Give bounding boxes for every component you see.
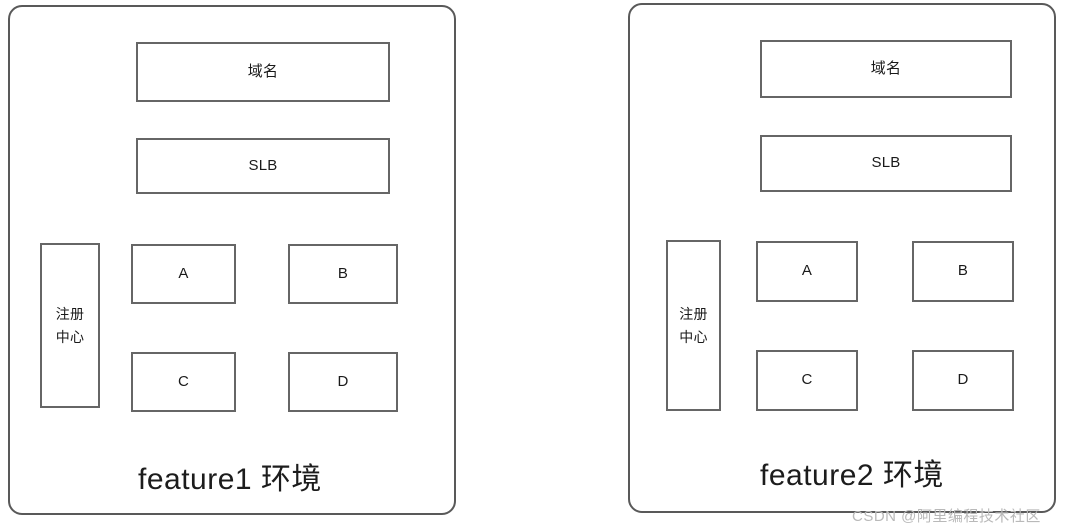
registry-center-node-feature1: 注册 中心 bbox=[40, 243, 100, 408]
service-node-c-feature1: C bbox=[131, 352, 236, 412]
service-node-b-feature2: B bbox=[912, 241, 1014, 302]
domain-node-feature1: 域名 bbox=[136, 42, 390, 102]
environment-caption-feature2: feature2 环境 bbox=[760, 459, 944, 492]
service-node-a-feature2: A bbox=[756, 241, 858, 302]
watermark-text: CSDN @阿里编程技术社区 bbox=[852, 508, 1041, 525]
slb-node-feature1: SLB bbox=[136, 138, 390, 194]
domain-node-feature2: 域名 bbox=[760, 40, 1012, 98]
slb-node-feature2: SLB bbox=[760, 135, 1012, 192]
service-node-c-feature2: C bbox=[756, 350, 858, 411]
registry-center-node-feature2: 注册 中心 bbox=[666, 240, 721, 411]
service-node-d-feature1: D bbox=[288, 352, 398, 412]
environment-caption-feature1: feature1 环境 bbox=[138, 463, 322, 496]
service-node-b-feature1: B bbox=[288, 244, 398, 304]
service-node-a-feature1: A bbox=[131, 244, 236, 304]
service-node-d-feature2: D bbox=[912, 350, 1014, 411]
